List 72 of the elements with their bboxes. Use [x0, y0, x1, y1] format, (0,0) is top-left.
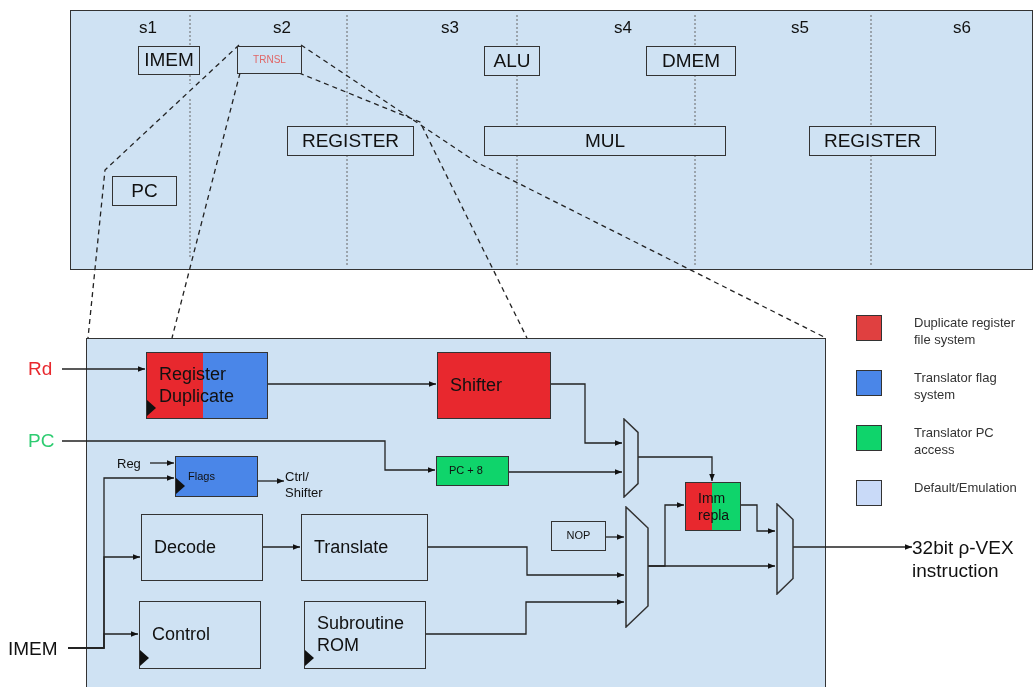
block-label: Decode	[154, 536, 217, 559]
block-box	[437, 352, 551, 419]
block-label: Shifter	[450, 374, 503, 397]
block-panel	[70, 10, 1033, 270]
stage-label: s1	[139, 18, 157, 38]
arrow	[61, 366, 146, 372]
block-box	[139, 601, 261, 669]
block-box	[646, 46, 736, 76]
arrow	[637, 456, 715, 482]
block-panel	[86, 338, 826, 687]
arrow	[792, 544, 913, 550]
signal-label: 32bit ρ-VEX instruction	[912, 535, 1030, 585]
arrow	[507, 469, 623, 475]
multiplexer-symbol	[776, 503, 794, 595]
block-box	[112, 176, 177, 206]
block-box	[175, 456, 258, 497]
signal-label: PC	[28, 428, 62, 454]
legend-label: Translator flag system	[914, 370, 998, 404]
arrow	[424, 599, 625, 635]
block-box	[809, 126, 936, 156]
block-label: IMEM	[144, 49, 194, 72]
stage-label: s4	[614, 18, 632, 38]
arrow	[266, 381, 437, 387]
arrow	[739, 504, 776, 534]
block-label: DMEM	[661, 49, 721, 73]
block-label: PC + 8	[449, 464, 483, 478]
arrow	[149, 460, 175, 466]
block-label: Control	[152, 624, 211, 646]
block-label: Flags	[188, 469, 215, 484]
block-box	[287, 126, 414, 156]
block-label: NOP	[566, 529, 591, 543]
block-label: TRNSL	[253, 54, 286, 66]
stage-label: s5	[791, 18, 809, 38]
block-box	[138, 46, 200, 75]
block-label: ALU	[493, 49, 531, 73]
signal-label: Reg	[117, 456, 151, 472]
block-box	[484, 126, 726, 156]
block-box	[141, 514, 263, 581]
signal-label: IMEM	[8, 636, 68, 662]
block-box	[484, 46, 540, 76]
signal-label: Ctrl/ Shifter	[285, 467, 341, 503]
block-label: REGISTER	[301, 129, 400, 153]
block-box	[237, 46, 302, 74]
legend-label: Default/Emulation	[914, 480, 1018, 497]
arrow	[67, 631, 139, 649]
signal-label: Rd	[28, 356, 62, 382]
legend-label: Duplicate register file system	[914, 315, 1017, 349]
block-box	[436, 456, 509, 486]
block-label: Subroutine ROM	[317, 613, 406, 657]
block-label: MUL	[584, 129, 626, 153]
arrow	[426, 546, 625, 578]
stage-label: s3	[441, 18, 459, 38]
block-box	[304, 601, 426, 669]
stage-label: s6	[953, 18, 971, 38]
arrow	[256, 478, 285, 484]
connector-line	[87, 44, 240, 339]
connector-line	[171, 72, 241, 339]
arrow	[61, 440, 436, 473]
arrow	[261, 544, 301, 550]
connector-line	[298, 72, 528, 339]
multiplexer-symbol	[623, 418, 639, 498]
multiplexer-symbol	[625, 506, 649, 628]
legend-label: Translator PC access	[914, 425, 995, 459]
block-label: REGISTER	[823, 129, 922, 153]
block-label: PC	[131, 179, 158, 203]
block-label: Translate	[314, 536, 389, 559]
arrow	[549, 383, 623, 446]
arrow	[647, 563, 776, 569]
block-box	[551, 521, 606, 551]
stage-label: s2	[273, 18, 291, 38]
arrow	[604, 534, 625, 540]
block-box	[301, 514, 428, 581]
